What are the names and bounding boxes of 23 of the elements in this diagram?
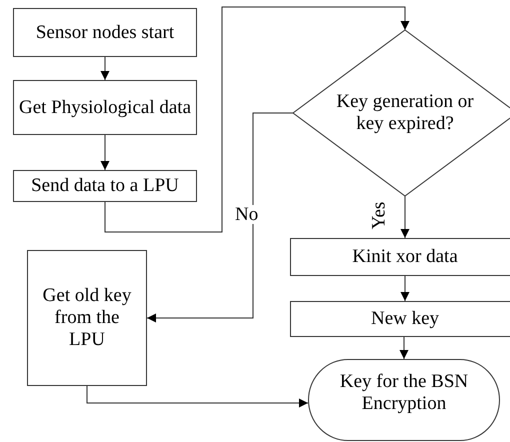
process-box <box>27 250 147 386</box>
process-box <box>13 170 197 202</box>
node-text: Get old key from the LPU <box>42 285 132 351</box>
arrow <box>104 6 410 232</box>
arrow <box>146 112 294 322</box>
arrow <box>400 276 410 302</box>
arrow <box>86 386 308 408</box>
process-box <box>13 8 197 57</box>
arrow <box>400 196 410 238</box>
process-box <box>290 301 510 337</box>
process-box <box>13 80 197 135</box>
node-text: Key for the BSN Encryption <box>338 371 470 415</box>
arrow <box>100 56 110 80</box>
node-text: Get Physiological data <box>18 96 192 118</box>
edge-label: No <box>234 205 260 224</box>
node-text: Send data to a LPU <box>31 175 179 197</box>
process-box <box>290 238 510 276</box>
arrow <box>400 336 408 360</box>
node-text: Sensor nodes start <box>36 22 174 44</box>
node-text: New key <box>370 308 440 330</box>
node-text: Key generation or key expired? <box>335 91 475 135</box>
node-text: Kinit xor data <box>352 246 458 268</box>
arrow <box>100 134 110 170</box>
